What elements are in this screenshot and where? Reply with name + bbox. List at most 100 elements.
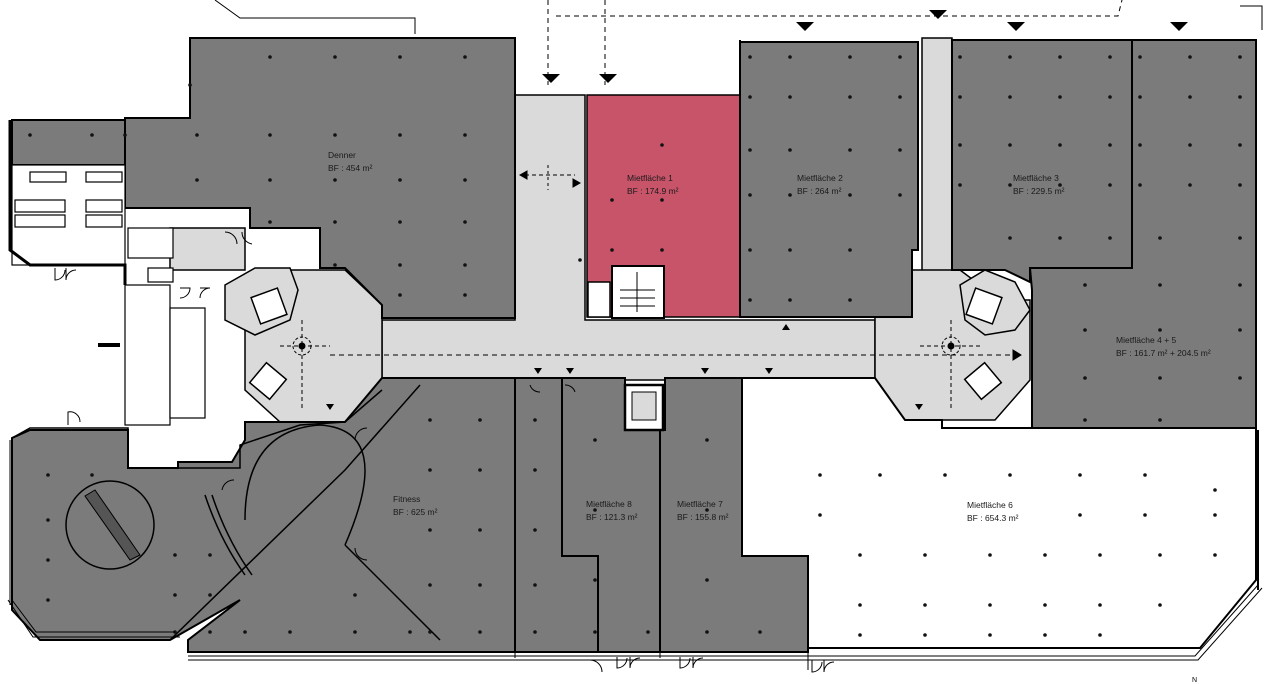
column-dot: [1143, 513, 1147, 517]
column-dot: [1108, 95, 1112, 99]
column-dot: [208, 553, 212, 557]
column-dot: [788, 55, 792, 59]
column-dot: [1108, 183, 1112, 187]
column-dot: [593, 578, 597, 582]
column-dot: [478, 418, 482, 422]
column-dot: [398, 133, 402, 137]
column-dot: [988, 603, 992, 607]
column-dot: [593, 630, 597, 634]
unit-area: BF : 161.7 m² + 204.5 m²: [1116, 348, 1211, 358]
column-dot: [333, 263, 337, 267]
column-dot: [1188, 55, 1192, 59]
column-dot: [1008, 143, 1012, 147]
column-dot: [46, 473, 50, 477]
column-markers: [28, 55, 1242, 637]
column-dot: [46, 518, 50, 522]
column-dot: [428, 583, 432, 587]
column-dot: [428, 528, 432, 532]
column-dot: [758, 630, 762, 634]
column-dot: [788, 193, 792, 197]
column-dot: [858, 633, 862, 637]
column-dot: [705, 630, 709, 634]
column-dot: [428, 630, 432, 634]
column-dot: [1008, 236, 1012, 240]
stair-core-1: [611, 265, 665, 319]
column-dot: [1138, 143, 1142, 147]
column-dot: [398, 263, 402, 267]
column-dot: [208, 593, 212, 597]
column-dot: [1008, 183, 1012, 187]
column-dot: [243, 630, 247, 634]
column-dot: [958, 183, 962, 187]
column-dot: [788, 248, 792, 252]
column-dot: [1058, 143, 1062, 147]
unit-label-mietflaeche-6: Mietfläche 6 BF : 654.3 m²: [967, 500, 1019, 523]
column-dot: [593, 508, 597, 512]
unit-denner[interactable]: [11, 37, 516, 319]
column-dot: [1138, 55, 1142, 59]
column-dot: [1008, 95, 1012, 99]
column-dot: [28, 133, 32, 137]
column-dot: [268, 178, 272, 182]
column-dot: [1083, 418, 1087, 422]
unit-fitness[interactable]: [11, 377, 516, 653]
column-dot: [898, 95, 902, 99]
unit-label-mietflaeche-7: Mietfläche 7 BF : 155.8 m²: [677, 499, 729, 522]
north-marker: N: [1192, 677, 1197, 684]
unit-mietflaeche-1[interactable]: [586, 94, 741, 319]
site-boundary-lines: [214, 0, 1263, 85]
unit-mietflaeche-2[interactable]: [739, 41, 919, 318]
column-dot: [90, 133, 94, 137]
entrance-arrows: [542, 10, 1188, 83]
unit-mietflaeche-4-5[interactable]: [1028, 39, 1257, 429]
column-dot: [646, 630, 650, 634]
column-dot: [463, 55, 467, 59]
column-dot: [1098, 633, 1102, 637]
column-dot: [748, 95, 752, 99]
column-dot: [478, 583, 482, 587]
unit-area: BF : 454 m²: [328, 163, 373, 173]
column-dot: [533, 418, 537, 422]
column-dot: [578, 258, 582, 262]
column-dot: [173, 553, 177, 557]
column-dot: [1083, 283, 1087, 287]
column-dot: [1158, 603, 1162, 607]
column-dot: [1158, 328, 1162, 332]
column-dot: [1138, 183, 1142, 187]
unit-mietflaeche-3[interactable]: [951, 39, 1133, 284]
column-dot: [428, 468, 432, 472]
unit-name: Mietfläche 4 + 5: [1116, 335, 1177, 345]
column-dot: [463, 133, 467, 137]
column-dot: [533, 468, 537, 472]
column-dot: [1058, 236, 1062, 240]
column-dot: [748, 55, 752, 59]
column-dot: [1098, 553, 1102, 557]
unit-label-mietflaeche-1: Mietfläche 1 BF : 174.9 m²: [627, 173, 679, 196]
column-dot: [848, 148, 852, 152]
column-dot: [1158, 418, 1162, 422]
column-dot: [353, 593, 357, 597]
column-dot: [848, 248, 852, 252]
column-dot: [1098, 603, 1102, 607]
unit-area: BF : 155.8 m²: [677, 512, 729, 522]
column-dot: [1158, 553, 1162, 557]
column-dot: [398, 55, 402, 59]
column-dot: [1158, 376, 1162, 380]
unit-area: BF : 229.5 m²: [1013, 186, 1065, 196]
column-dot: [1043, 553, 1047, 557]
unit-area: BF : 654.3 m²: [967, 513, 1019, 523]
column-dot: [1238, 143, 1242, 147]
column-dot: [1058, 55, 1062, 59]
column-dot: [660, 248, 664, 252]
column-dot: [610, 198, 614, 202]
column-dot: [208, 630, 212, 634]
column-dot: [988, 553, 992, 557]
unit-name: Mietfläche 7: [677, 499, 723, 509]
column-dot: [748, 148, 752, 152]
column-dot: [923, 603, 927, 607]
column-dot: [533, 583, 537, 587]
column-dot: [660, 198, 664, 202]
column-dot: [333, 220, 337, 224]
column-dot: [1238, 283, 1242, 287]
column-dot: [1188, 95, 1192, 99]
